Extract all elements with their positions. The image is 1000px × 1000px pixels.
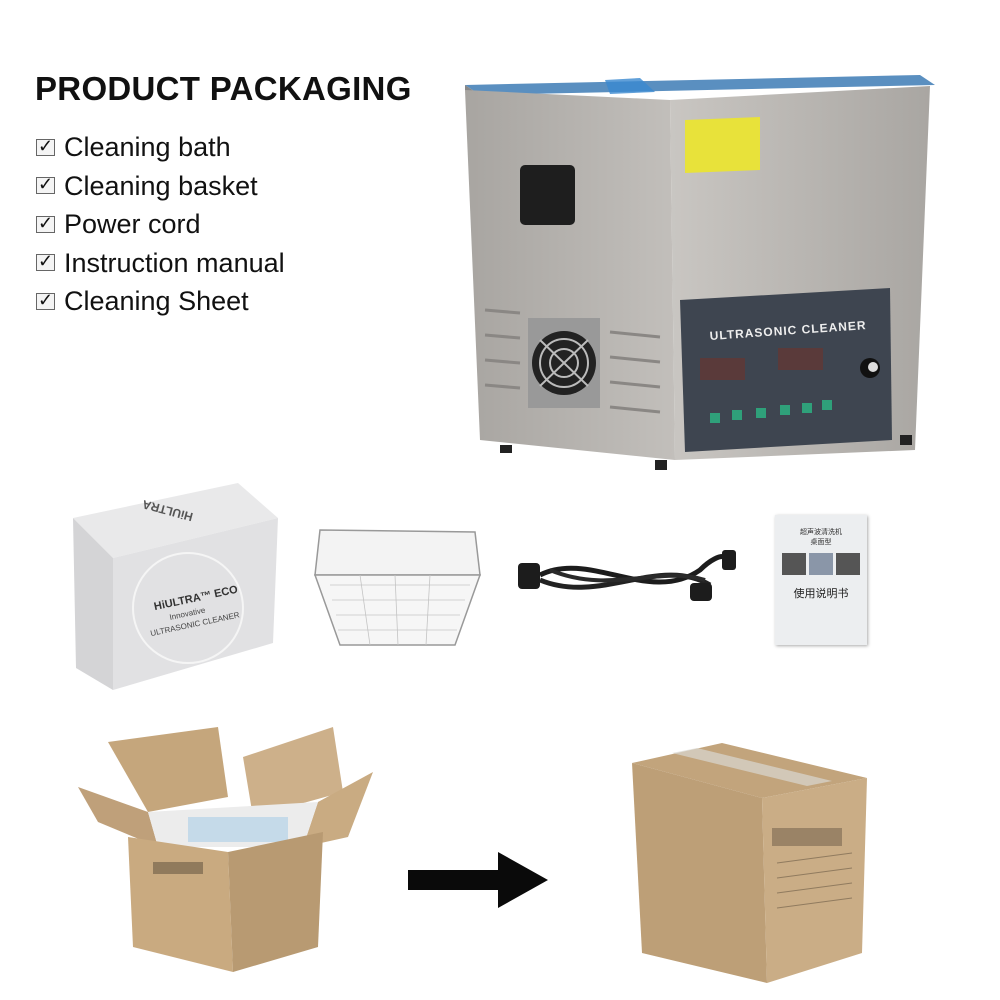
closed-shipping-box-image xyxy=(632,743,867,983)
manual-heading: 使用说明书 xyxy=(793,588,849,600)
item-label: Cleaning Sheet xyxy=(64,286,249,317)
checkbox-checked-icon: ✓ xyxy=(36,212,55,233)
time-display xyxy=(700,358,745,380)
cleaning-basket-image xyxy=(313,529,482,646)
item-label: Power cord xyxy=(64,209,201,240)
open-shipping-box-image xyxy=(78,727,373,972)
checkbox-checked-icon: ✓ xyxy=(36,251,55,272)
list-item: ✓ Cleaning Sheet xyxy=(36,282,285,321)
list-item: ✓ Cleaning basket xyxy=(36,167,285,206)
checkbox-checked-icon: ✓ xyxy=(36,174,55,195)
package-contents-list: ✓ Cleaning bath ✓ Cleaning basket ✓ Power c… xyxy=(36,128,285,321)
warning-label xyxy=(685,117,760,173)
fan-grille-icon xyxy=(528,318,600,408)
power-cord-image xyxy=(518,550,736,601)
item-label: Cleaning basket xyxy=(64,170,258,201)
page-title: PRODUCT PACKAGING xyxy=(35,70,412,107)
retail-box-image: HiULTRA HiULTRA™ ECO Innovative ULTRASON… xyxy=(73,483,278,690)
list-item: ✓ Cleaning bath xyxy=(36,128,285,167)
checkbox-checked-icon: ✓ xyxy=(36,289,55,310)
arrow-right-icon xyxy=(408,852,548,908)
instruction-manual-image: 超声波清洗机 桌面型 使用说明书 xyxy=(775,515,867,645)
list-item: ✓ Power cord xyxy=(36,205,285,244)
temperature-display xyxy=(778,348,823,370)
handle xyxy=(520,165,575,225)
item-label: Instruction manual xyxy=(64,247,285,278)
item-label: Cleaning bath xyxy=(64,132,231,163)
manual-subtitle: 桌面型 xyxy=(810,539,832,546)
ultrasonic-cleaner-image: ULTRASONIC CLEANER xyxy=(465,75,935,470)
list-item: ✓ Instruction manual xyxy=(36,244,285,283)
checkbox-checked-icon: ✓ xyxy=(36,135,55,156)
manual-title: 超声波清洗机 xyxy=(800,529,842,536)
control-buttons[interactable] xyxy=(710,400,832,423)
